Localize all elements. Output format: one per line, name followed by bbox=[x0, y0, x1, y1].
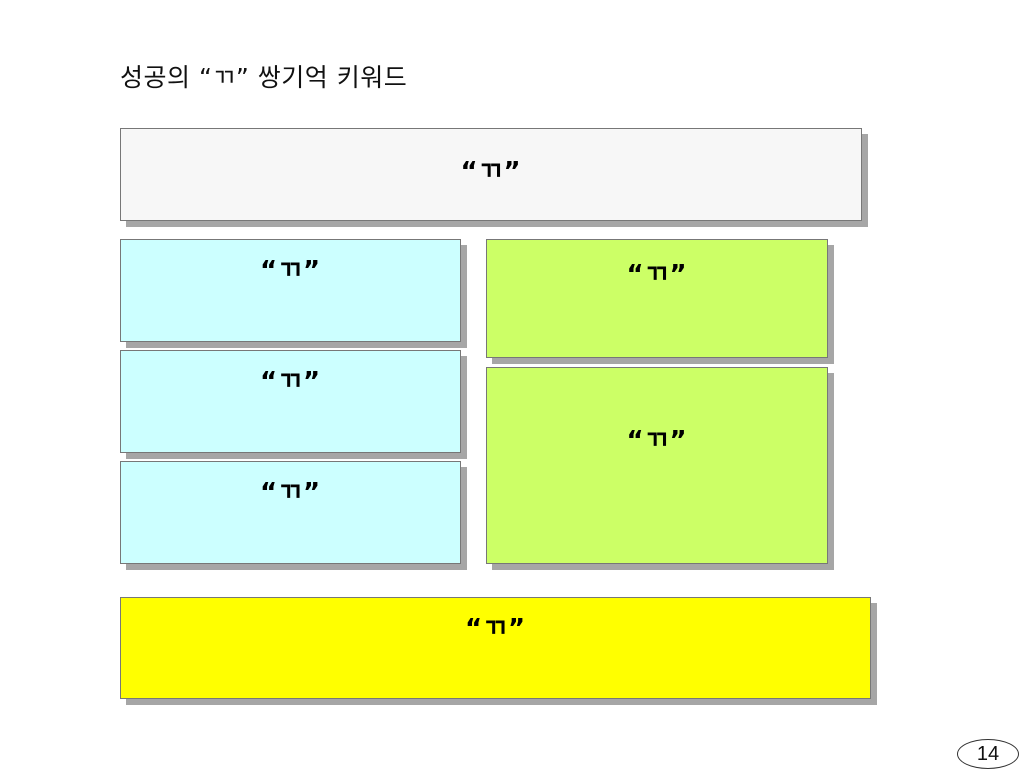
green-keyword-label-1: “ㄲ” bbox=[626, 260, 688, 290]
top-keyword-box: “ㄲ” bbox=[120, 128, 862, 221]
cyan-keyword-label-3: “ㄲ” bbox=[259, 478, 322, 508]
green-keyword-box-1: “ㄲ” bbox=[486, 239, 828, 358]
slide-title: 성공의 “ㄲ” 쌍기억 키워드 bbox=[120, 63, 408, 92]
green-keyword-box-2: “ㄲ” bbox=[486, 367, 828, 564]
bottom-keyword-box: “ㄲ” bbox=[120, 597, 871, 699]
cyan-keyword-label-2: “ㄲ” bbox=[259, 367, 322, 397]
cyan-keyword-box-1: “ㄲ” bbox=[120, 239, 461, 342]
cyan-keyword-box-2: “ㄲ” bbox=[120, 350, 461, 453]
cyan-keyword-label-1: “ㄲ” bbox=[259, 256, 322, 286]
top-keyword-label: “ㄲ” bbox=[460, 157, 522, 187]
green-keyword-label-2: “ㄲ” bbox=[626, 426, 688, 456]
cyan-keyword-box-3: “ㄲ” bbox=[120, 461, 461, 564]
page-number: 14 bbox=[957, 739, 1019, 769]
bottom-keyword-label: “ㄲ” bbox=[464, 614, 527, 644]
